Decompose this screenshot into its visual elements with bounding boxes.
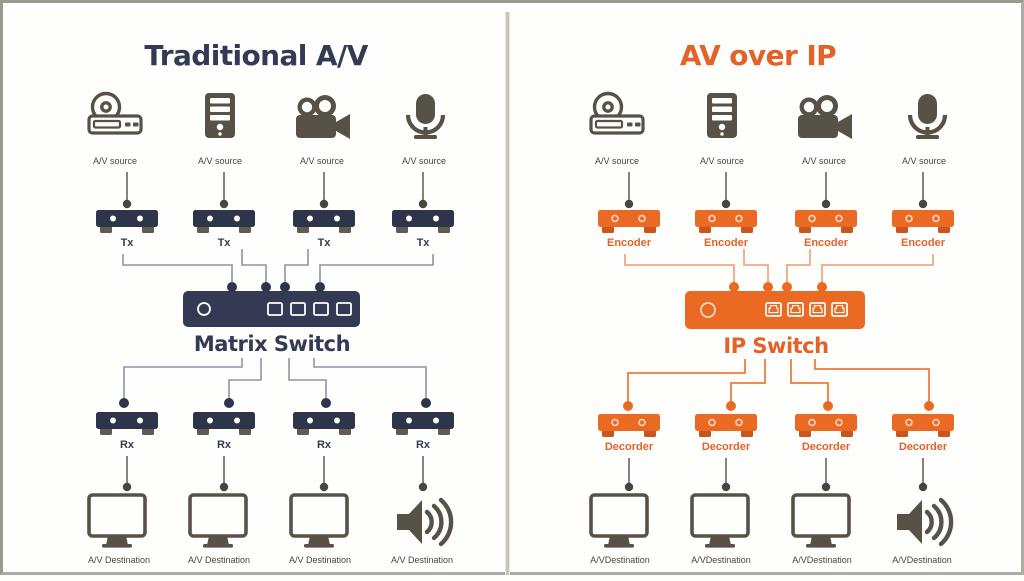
matrix-switch-device[interactable]: [183, 291, 360, 327]
source-label-1: A/V source: [595, 156, 639, 166]
rx-input-nodes: [119, 398, 431, 408]
tx-label-2: Tx: [218, 237, 232, 249]
source-label-2: A/V source: [198, 156, 242, 166]
destination-label-3: A/V Destination: [289, 555, 351, 565]
decoder-device-4[interactable]: [891, 413, 955, 438]
encoder-device-1[interactable]: [597, 209, 661, 234]
destination-label-1: A/V Destination: [88, 555, 150, 565]
source-label-4: A/V source: [402, 156, 446, 166]
av-over-ip-diagram: A/V source A/V source A/V source A/V sou…: [508, 6, 1008, 581]
decoder-device-2[interactable]: [694, 413, 758, 438]
decoder-label-4: Decorder: [899, 441, 948, 453]
destination-label-2: A/V Destination: [188, 555, 250, 565]
source-label-3: A/V source: [802, 156, 846, 166]
source-icon-4: [910, 94, 945, 139]
source-icon-2: [707, 93, 737, 138]
tx-device-2[interactable]: [193, 210, 255, 233]
source-icon-3: [798, 95, 852, 139]
decoder-label-2: Decorder: [702, 441, 751, 453]
destination-label-3: A/VDestination: [792, 555, 852, 565]
source-to-encoder-links: [628, 172, 924, 202]
ip-switch-label: IP Switch: [723, 334, 828, 358]
source-label-4: A/V source: [902, 156, 946, 166]
rx-label-2: Rx: [217, 439, 232, 451]
destination-icon-1: [589, 493, 649, 550]
encoder-label-3: Encoder: [804, 237, 849, 249]
destination-icon-2: [690, 493, 750, 550]
source-icon-1: [589, 91, 645, 135]
destination-icon-1: [87, 493, 147, 550]
destination-icon-3: [289, 493, 349, 550]
rx-device-3[interactable]: [293, 412, 355, 435]
switch-to-decoder-links: [627, 359, 930, 403]
matrix-switch-label: Matrix Switch: [194, 332, 350, 356]
source-label-2: A/V source: [700, 156, 744, 166]
decoder-device-3[interactable]: [794, 413, 858, 438]
decoder-label-3: Decorder: [802, 441, 851, 453]
source-icon-3: [296, 95, 350, 139]
ip-destination-nodes: [624, 482, 928, 492]
decoder-input-nodes: [623, 401, 934, 411]
encoder-device-4[interactable]: [891, 209, 955, 234]
encoder-device-2[interactable]: [694, 209, 758, 234]
source-icon-4: [408, 94, 443, 139]
destination-nodes: [122, 482, 428, 492]
destination-icon-4: [397, 500, 451, 544]
rx-label-4: Rx: [416, 439, 431, 451]
encoder-label-1: Encoder: [607, 237, 652, 249]
decoder-label-1: Decorder: [605, 441, 654, 453]
rx-label-3: Rx: [317, 439, 332, 451]
source-icon-2: [205, 93, 235, 138]
destination-label-2: A/VDestination: [691, 555, 751, 565]
ip-switch-device[interactable]: [685, 291, 865, 329]
encoder-label-2: Encoder: [704, 237, 749, 249]
switch-to-rx-links: [123, 358, 427, 399]
source-label-1: A/V source: [93, 156, 137, 166]
destination-label-4: A/VDestination: [892, 555, 952, 565]
ip-switch-input-nodes: [729, 282, 827, 292]
tx-device-1[interactable]: [96, 210, 158, 233]
source-icon-1: [87, 91, 143, 135]
source-to-encoder-nodes: [624, 199, 928, 209]
panel-title-av-over-ip: AV over IP: [679, 39, 837, 72]
panel-av-over-ip: AV over IP: [508, 6, 1008, 581]
traditional-av-diagram: A/V source A/V source A/V source A/V sou…: [6, 6, 506, 581]
rx-to-destination-links: [126, 456, 424, 484]
encoder-device-3[interactable]: [794, 209, 858, 234]
rx-device-2[interactable]: [193, 412, 255, 435]
panel-divider: [505, 12, 510, 575]
source-group: [87, 91, 443, 139]
source-label-3: A/V source: [300, 156, 344, 166]
destination-icon-2: [188, 493, 248, 550]
panel-traditional-av: Traditional A/V: [6, 6, 506, 581]
destination-label-4: A/V Destination: [391, 555, 453, 565]
source-to-tx-links: [126, 172, 424, 202]
rx-device-4[interactable]: [392, 412, 454, 435]
tx-device-4[interactable]: [392, 210, 454, 233]
source-to-tx-nodes: [122, 199, 428, 209]
decoder-device-1[interactable]: [597, 413, 661, 438]
diagram-canvas: Traditional A/V: [6, 6, 1018, 575]
encoder-to-switch-links: [624, 249, 934, 285]
destination-icon-4: [897, 500, 951, 544]
tx-device-3[interactable]: [293, 210, 355, 233]
rx-device-1[interactable]: [96, 412, 158, 435]
rx-label-1: Rx: [120, 439, 135, 451]
decoder-to-destination-links: [628, 458, 924, 484]
tx-label-1: Tx: [121, 237, 135, 249]
panel-title-traditional: Traditional A/V: [144, 39, 368, 72]
tx-to-switch-links: [122, 249, 434, 285]
destination-label-1: A/VDestination: [590, 555, 650, 565]
tx-label-4: Tx: [417, 237, 431, 249]
destination-icon-3: [791, 493, 851, 550]
switch-input-nodes: [227, 282, 325, 292]
tx-label-3: Tx: [318, 237, 332, 249]
encoder-label-4: Encoder: [901, 237, 946, 249]
